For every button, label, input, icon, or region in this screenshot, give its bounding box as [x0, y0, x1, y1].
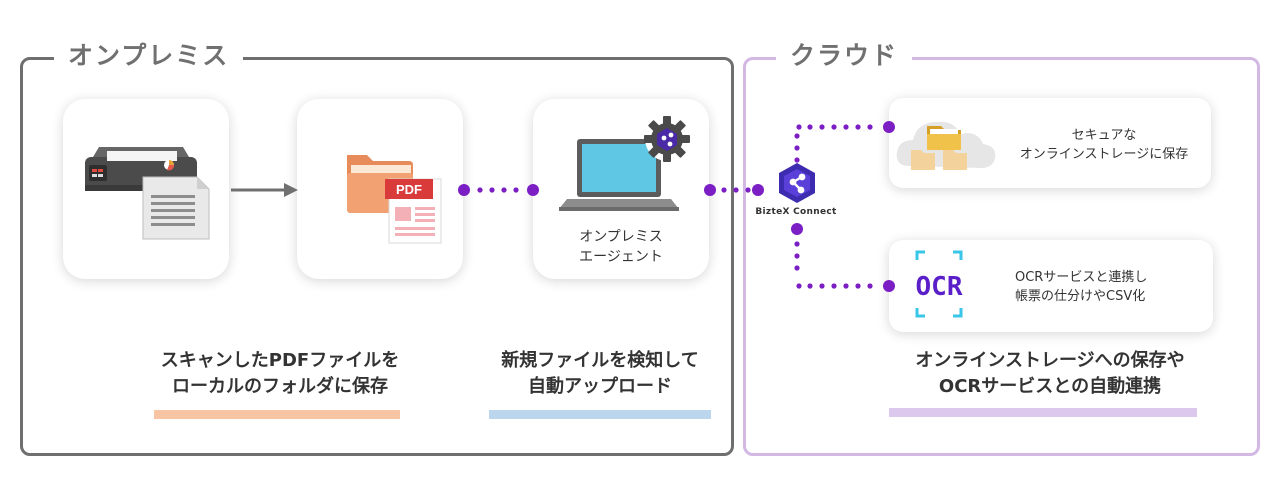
- caption-scan-line2: ローカルのフォルダに保存: [172, 376, 388, 397]
- dotted-link-pdf-agent: [458, 184, 539, 196]
- ocr-scan-icon: OCR: [915, 250, 963, 318]
- agent-label-line1: オンプレミス: [579, 229, 663, 245]
- ocr-service-card: OCR OCRサービスと連携し 帳票の仕分けやCSV化: [889, 240, 1213, 332]
- cloud-section-title: クラウド: [776, 38, 913, 74]
- ocr-text-line1: OCRサービスと連携し: [1015, 270, 1148, 285]
- agent-label-line2: エージェント: [579, 249, 663, 265]
- caption-upload-line1: 新規ファイルを検知して: [501, 350, 699, 371]
- cloud-folder-icon: [896, 121, 996, 170]
- caption-cloud-underline: [889, 408, 1197, 417]
- ocr-text-line2: 帳票の仕分けやCSV化: [1015, 289, 1146, 304]
- scanner-icon: [85, 147, 210, 240]
- caption-scan-line1: スキャンしたPDFファイルを: [160, 350, 400, 371]
- caption-upload-underline: [489, 410, 711, 419]
- caption-scan-underline: [154, 410, 400, 419]
- onprem-section-title: オンプレミス: [54, 38, 244, 74]
- scanner-card: [63, 99, 229, 279]
- pdf-folder-icon: PDF: [347, 155, 442, 244]
- caption-cloud-line2: OCRサービスとの自動連携: [938, 376, 1162, 397]
- ocr-logo-text: OCR: [916, 272, 963, 302]
- arrow-right-icon: [231, 183, 298, 197]
- storage-text-line1: セキュアな: [1071, 128, 1137, 143]
- connector-label: BizteX Connect: [755, 207, 837, 217]
- pdf-badge-text: PDF: [396, 182, 422, 197]
- dotted-link-agent-connector: [704, 184, 764, 196]
- dotted-link-connector-ocr: [791, 223, 895, 292]
- dotted-link-connector-storage: [794, 121, 895, 163]
- laptop-icon: [559, 116, 690, 211]
- onprem-section-frame: [20, 57, 734, 456]
- online-storage-card: セキュアな オンラインストレージに保存: [889, 98, 1211, 188]
- storage-text-line2: オンラインストレージに保存: [1019, 147, 1189, 162]
- onprem-agent-card: オンプレミス エージェント: [533, 99, 709, 279]
- pdf-folder-card: PDF: [297, 99, 463, 279]
- caption-cloud-line1: オンラインストレージへの保存や: [915, 350, 1185, 371]
- caption-upload-line2: 自動アップロード: [528, 376, 672, 397]
- cloud-section-frame: [743, 57, 1260, 456]
- biztex-connect-icon: [779, 163, 815, 203]
